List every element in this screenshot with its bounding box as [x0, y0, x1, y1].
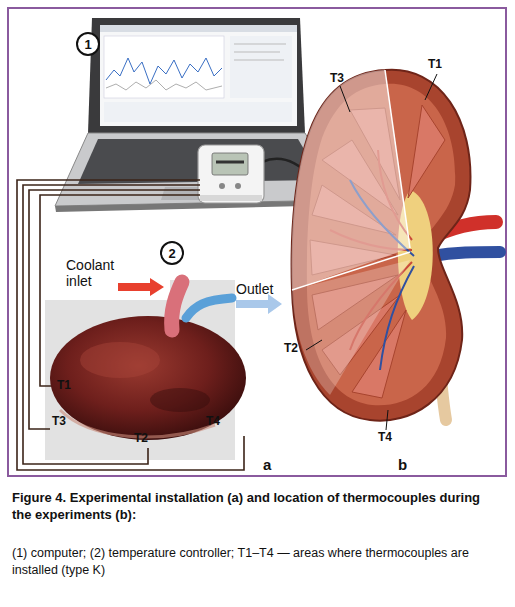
caption-legend: (1) computer; (2) temperature controller…: [12, 545, 502, 579]
callout-circle: 2: [160, 241, 184, 265]
kidney-drawing: [292, 70, 500, 421]
temperature-controller: [198, 145, 264, 203]
callout-circle: 1: [76, 32, 100, 56]
panel-letter: b: [398, 456, 407, 473]
thermocouple-label: T3: [330, 72, 344, 86]
thermocouple-label: T1: [428, 58, 442, 72]
figure-frame: [8, 8, 506, 476]
flow-label: Outlet: [236, 281, 273, 297]
thermocouple-label: T1: [57, 379, 71, 393]
leader-lines: [306, 74, 437, 430]
figure-caption: Figure 4. Experimental installation (a) …: [12, 490, 502, 524]
callout-number: 1: [84, 37, 91, 52]
thermocouple-label: T4: [206, 415, 220, 429]
thermocouple-label: T4: [378, 431, 392, 445]
thermocouple-label: T2: [134, 432, 148, 446]
inlet-arrow: [118, 278, 164, 296]
flow-label: Coolant inlet: [66, 257, 122, 289]
kidney-photo: [50, 282, 246, 440]
panel-letter: a: [263, 456, 271, 473]
thermocouple-label: T2: [284, 342, 298, 356]
callout-number: 2: [168, 246, 175, 261]
thermocouple-label: T3: [52, 415, 66, 429]
